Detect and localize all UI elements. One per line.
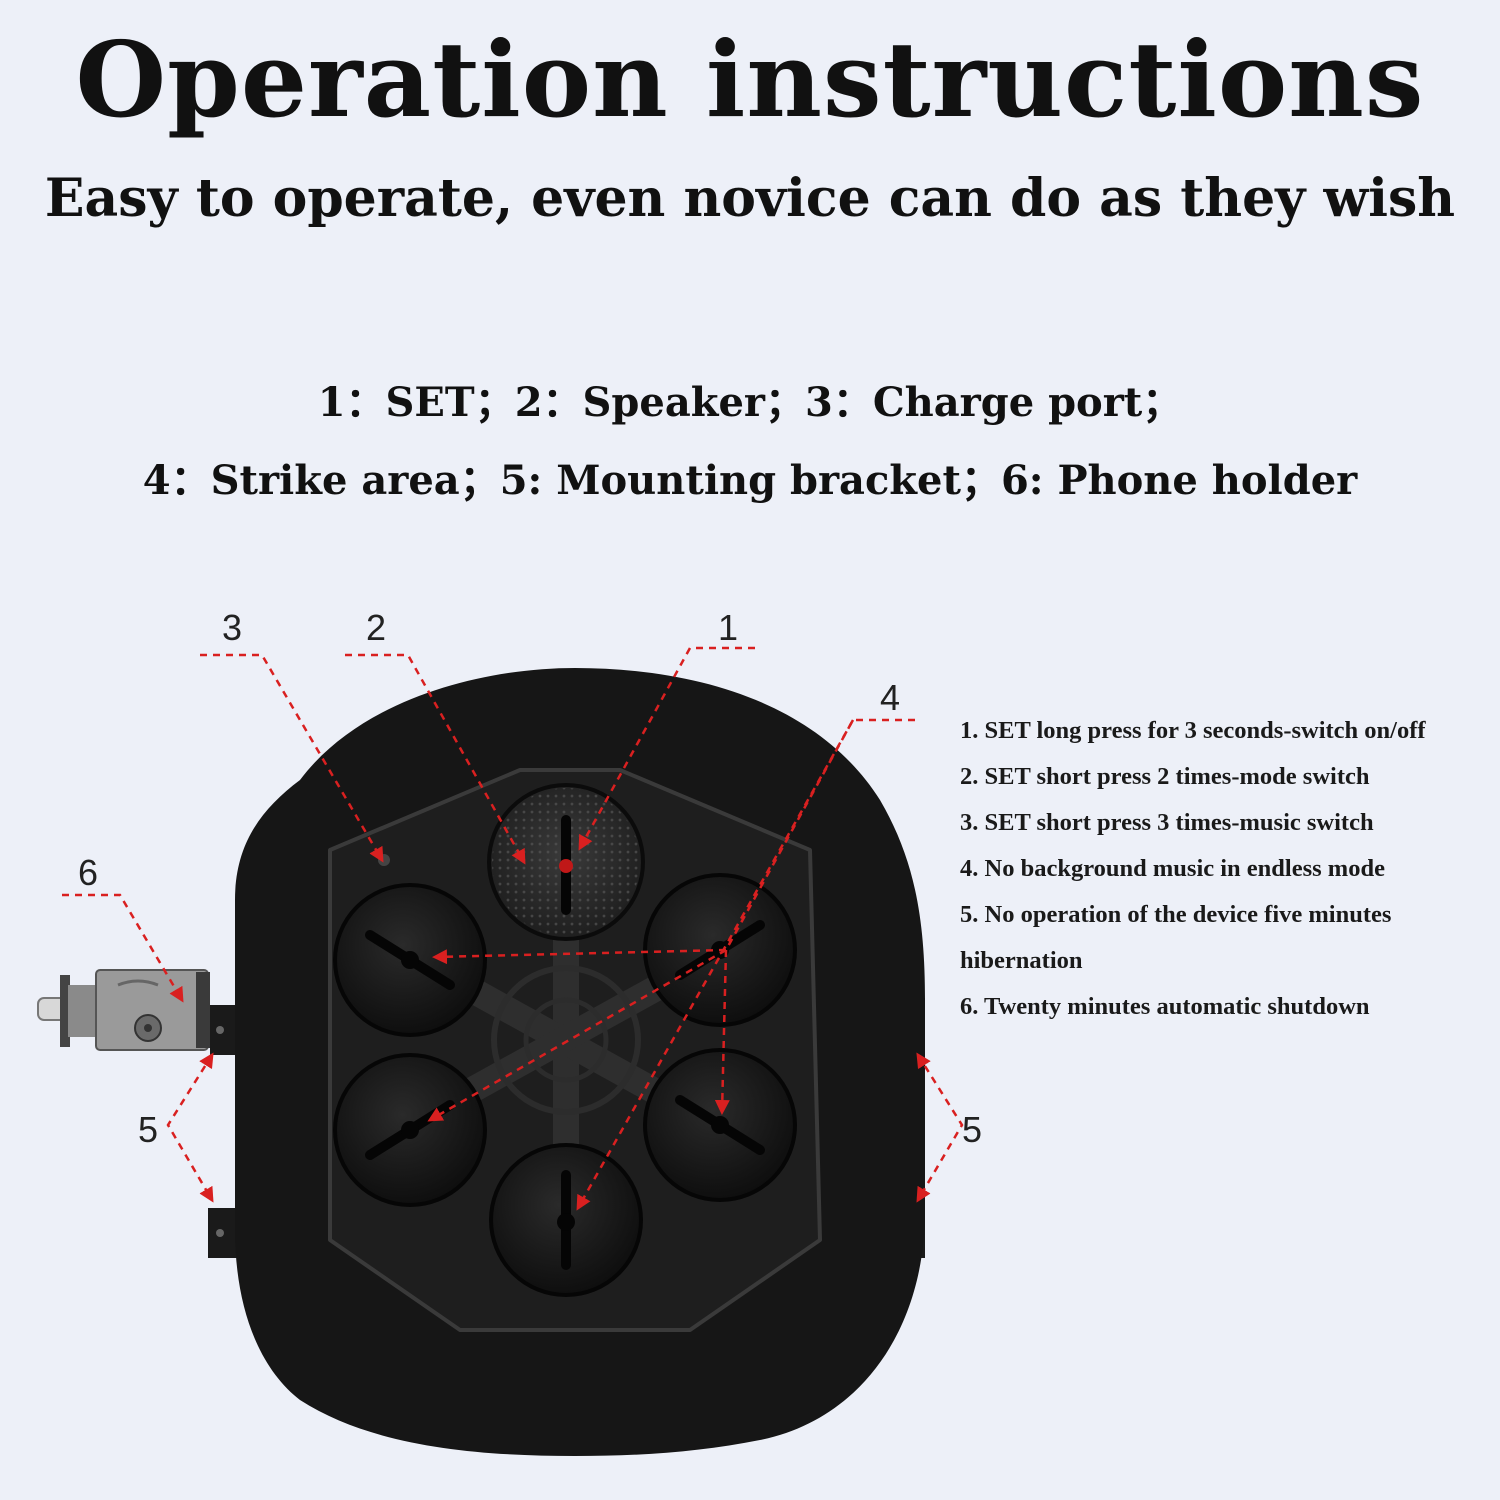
note-item: 3. SET short press 3 times-music switch <box>960 809 1374 836</box>
note-item: 5. No operation of the device five minut… <box>960 901 1392 974</box>
callout-5-left: 5 <box>138 1109 158 1150</box>
mounting-bracket-left-bottom <box>208 1208 240 1258</box>
callout-3: 3 <box>222 607 242 648</box>
center-flower <box>491 965 641 1115</box>
note-item: 6. Twenty minutes automatic shutdown <box>960 993 1370 1020</box>
strike-pad-top-left <box>333 883 487 1037</box>
legend-line-2: 4：Strike area；5: Mounting bracket；6: Pho… <box>142 457 1358 504</box>
callout-1: 1 <box>718 607 738 648</box>
callout-6: 6 <box>78 852 98 893</box>
callout-2: 2 <box>366 607 386 648</box>
charge-port <box>378 854 390 866</box>
note-item: 4. No background music in endless mode <box>960 855 1385 882</box>
page-title: Operation instructions <box>75 18 1425 141</box>
note-item: 1. SET long press for 3 seconds-switch o… <box>960 717 1426 744</box>
legend-line-1: 1：SET；2：Speaker；3：Charge port； <box>317 379 1183 426</box>
strike-pad-bottom-left <box>333 1053 487 1207</box>
callout-5-right: 5 <box>962 1109 982 1150</box>
strike-pad-bottom-right <box>643 1048 797 1202</box>
phone-holder <box>37 969 210 1051</box>
operation-notes: 1. SET long press for 3 seconds-switch o… <box>960 708 1495 1030</box>
set-button[interactable] <box>559 859 573 873</box>
note-item: 2. SET short press 2 times-mode switch <box>960 763 1370 790</box>
leader-lines <box>62 646 964 1211</box>
strike-pad-bottom <box>489 1143 643 1297</box>
callout-4: 4 <box>880 677 900 718</box>
speaker <box>487 783 645 941</box>
page-subtitle: Easy to operate, even novice can do as t… <box>44 168 1456 229</box>
